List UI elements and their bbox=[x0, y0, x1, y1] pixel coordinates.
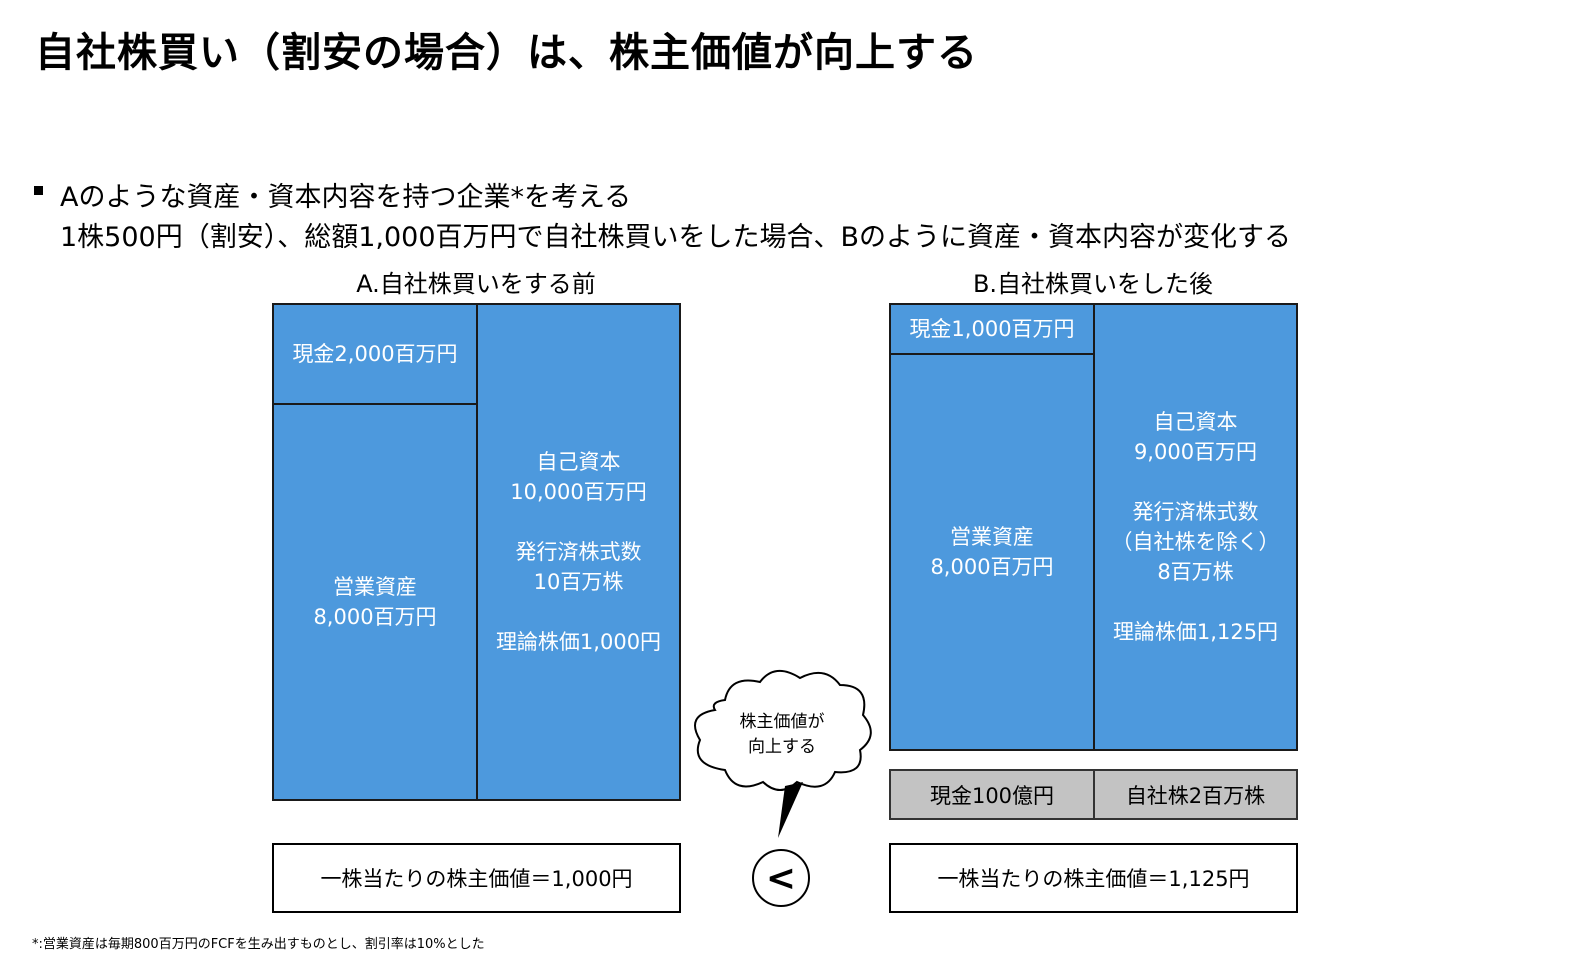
b-cash-block: 現金1,000百万円 bbox=[889, 303, 1095, 355]
a-per-share-value: 一株当たりの株主価値＝1,000円 bbox=[272, 843, 681, 913]
bullet-line-2: 1株500円（割安）、総額1,000百万円で自社株買いをした場合、Bのように資産… bbox=[60, 222, 1292, 253]
a-operating-assets-block: 営業資産 8,000百万円 bbox=[272, 403, 478, 801]
b-paid-cash-block: 現金100億円 bbox=[889, 769, 1095, 820]
less-than-symbol: < bbox=[752, 849, 810, 907]
a-equity-block: 自己資本 10,000百万円 発行済株式数 10百万株 理論株価1,000円 bbox=[476, 303, 681, 801]
b-equity-block: 自己資本 9,000百万円 発行済株式数 （自社株を除く） 8百万株 理論株価1… bbox=[1093, 303, 1298, 751]
b-treasury-stock-block: 自社株2百万株 bbox=[1093, 769, 1298, 820]
b-operating-assets-block: 営業資産 8,000百万円 bbox=[889, 353, 1095, 751]
slide-title: 自社株買い（割安の場合）は、株主価値が向上する bbox=[35, 30, 978, 76]
bullet-line-1: Aのような資産・資本内容を持つ企業*を考える bbox=[60, 182, 632, 213]
heading-b: B.自社株買いをした後 bbox=[972, 270, 1214, 298]
heading-a: A.自社株買いをする前 bbox=[356, 270, 596, 298]
cloud-text-line-1: 株主価値が bbox=[739, 712, 825, 732]
thought-cloud-icon bbox=[694, 670, 872, 838]
b-per-share-value: 一株当たりの株主価値＝1,125円 bbox=[889, 843, 1298, 913]
cloud-text-line-2: 向上する bbox=[748, 737, 816, 757]
bullet-icon bbox=[34, 186, 43, 195]
a-cash-block: 現金2,000百万円 bbox=[272, 303, 478, 405]
footnote: *:営業資産は毎期800百万円のFCFを生み出すものとし、割引率は10%とした bbox=[32, 937, 485, 952]
